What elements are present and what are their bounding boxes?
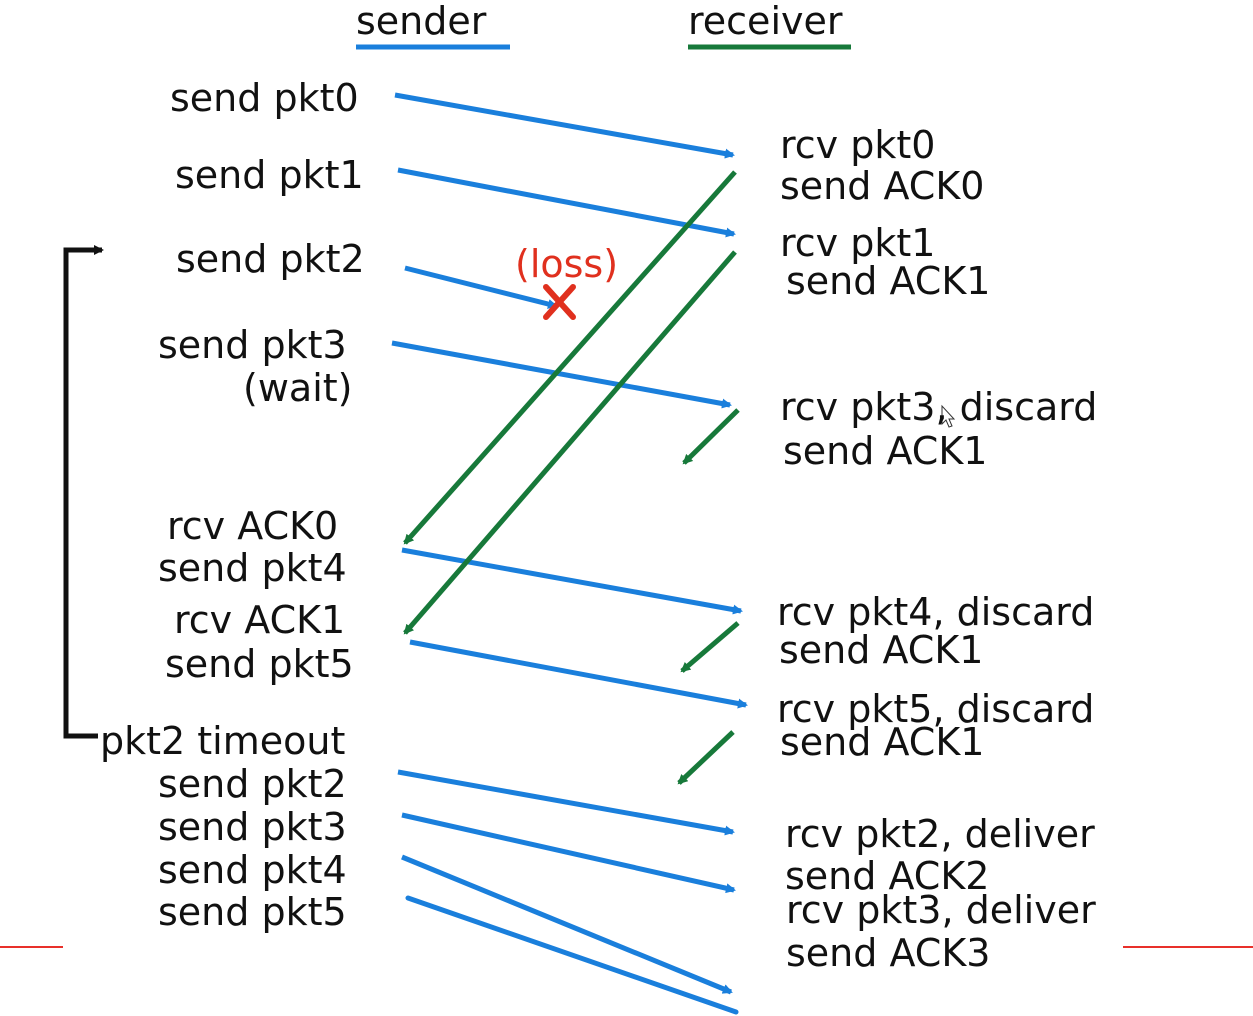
label-send-ack3: send ACK3 (786, 931, 991, 975)
arrow-ack1-c (680, 621, 740, 673)
label-rcv-pkt3-deliver: rcv pkt3, deliver (786, 888, 1096, 932)
arrow-pkt5 (409, 639, 748, 709)
label-rcv-pkt5-discard: rcv pkt5, discard (777, 687, 1095, 731)
label-send-ack1-b: send ACK1 (783, 429, 988, 473)
label-send-ack0: send ACK0 (780, 164, 985, 208)
label-resend-pkt2: send pkt2 (158, 762, 347, 806)
label-send-ack1-a: send ACK1 (786, 259, 991, 303)
arrow-ack1-b (682, 408, 740, 465)
label-send-pkt0: send pkt0 (170, 76, 359, 120)
label-send-pkt2: send pkt2 (176, 237, 365, 281)
label-rcv-ack1: rcv ACK1 (174, 598, 346, 642)
label-wait: (wait) (243, 366, 353, 410)
loss-x-icon (543, 284, 576, 320)
label-send-pkt3: send pkt3 (158, 323, 347, 367)
label-rcv-pkt1: rcv pkt1 (780, 221, 936, 265)
arrow-resend-pkt4 (401, 854, 733, 995)
arrow-resend-pkt3 (401, 812, 736, 894)
arrow-pkt1 (397, 167, 736, 238)
arrow-pkt0 (394, 92, 735, 159)
loss-label: (loss) (515, 242, 619, 286)
arrow-pkt4 (401, 547, 743, 615)
arrow-resend-pkt5 (405, 895, 739, 1015)
timeout-bracket (63, 245, 104, 739)
label-rcv-pkt3-discard: rcv pkt3, discard (780, 385, 1098, 429)
label-rcv-pkt0: rcv pkt0 (780, 123, 936, 167)
label-send-pkt1: send pkt1 (175, 153, 364, 197)
label-resend-pkt5: send pkt5 (158, 890, 347, 934)
label-pkt2-timeout: pkt2 timeout (100, 719, 346, 763)
arrow-ack1-a (403, 250, 737, 635)
sender-header: sender (356, 0, 487, 43)
label-rcv-ack0: rcv ACK0 (167, 504, 339, 548)
receiver-header: receiver (688, 0, 843, 43)
label-resend-pkt3: send pkt3 (158, 805, 347, 849)
label-resend-pkt4: send pkt4 (158, 848, 347, 892)
label-rcv-pkt4-discard: rcv pkt4, discard (777, 590, 1095, 634)
label-send-ack1-d: send ACK1 (780, 720, 985, 764)
arrow-resend-pkt2 (397, 769, 735, 836)
arrow-pkt2-lost (404, 265, 558, 309)
mouse-cursor-icon (941, 404, 956, 428)
arrow-ack1-d (677, 730, 735, 785)
label-send-ack1-c: send ACK1 (779, 628, 984, 672)
arrow-ack0 (403, 170, 737, 545)
arrow-pkt3 (391, 340, 732, 409)
label-send-ack2: send ACK2 (785, 854, 990, 898)
label-rcv-pkt2-deliver: rcv pkt2, deliver (785, 812, 1095, 856)
label-send-pkt4: send pkt4 (158, 546, 347, 590)
label-send-pkt5: send pkt5 (165, 642, 354, 686)
